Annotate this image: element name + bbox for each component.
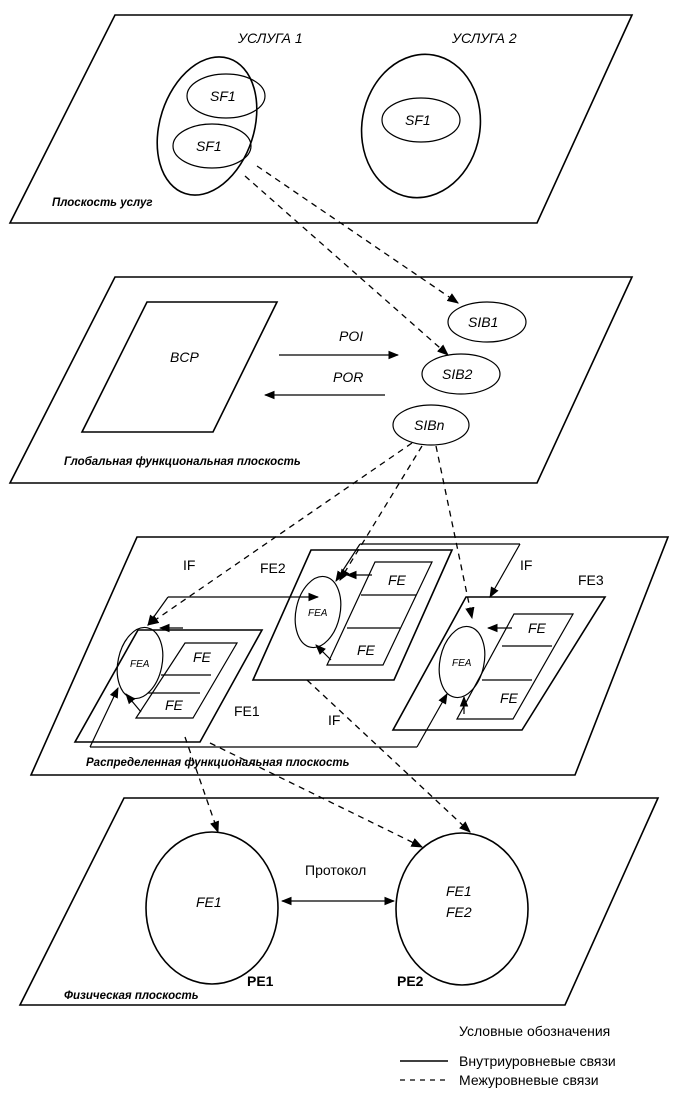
legend-title: Условные обозначения [459,1023,610,1039]
fe3-label: FE3 [578,572,604,588]
if-arrow-fe1 [147,596,169,626]
sib2-label: SIB2 [442,366,473,382]
link-fe1-pe1 [184,736,219,834]
fe1-fe-label-a: FE [193,649,212,665]
pe1-content-1: FE1 [196,894,222,910]
sib2-ellipse [421,353,501,395]
sf1-ellipse-a [186,73,266,119]
fe1-fe-stack [134,642,239,719]
fe2-fe-to-fea-bottom [315,644,332,661]
sibn-label: SIBn [414,417,445,433]
fe3-fe-label-b: FE [500,690,519,706]
global-functional-plane: BCP POI POR SIB1 SIB2 SIBn Глобальная фу… [8,276,634,484]
legend-item-solid: Внутриуровневые связи [459,1053,616,1069]
fe2-fe-label-b: FE [357,642,376,658]
fe1-fe-label-b: FE [165,697,184,713]
fe1-box [73,629,264,743]
physical-plane-title: Физическая плоскость [64,990,199,1002]
legend-item-dashed: Межуровневые связи [459,1072,599,1088]
fe3-entity: FEA FE FE FE3 [391,572,607,731]
pe2-label: PE2 [397,973,424,989]
por-label: POR [333,369,363,385]
fe2-fea-ellipse [294,575,342,649]
sib1-label: SIB1 [468,314,498,330]
link-fe2-pe2 [306,679,471,833]
sf1-label-c: SF1 [405,112,431,128]
pe1-label: PE1 [247,973,274,989]
link-sf1-sib1 [256,165,459,304]
if-arrow-fe1-bottom [89,687,119,748]
service-1-label: УСЛУГА 1 [237,30,303,46]
pe2-ellipse [395,832,529,986]
service-plane-border [8,14,634,224]
sib1-ellipse [447,301,527,343]
bcp-label: BCP [170,349,199,365]
fe3-fea-ellipse [438,625,486,699]
if-label-1: IF [183,557,195,573]
fe3-fe-label-a: FE [528,620,547,636]
fe1-fea-label: FEA [130,659,150,670]
distributed-plane-title: Распределенная функциональная плоскость [86,757,350,769]
if-arrow-fe3-bottom [416,693,448,748]
service-plane-title: Плоскость услуг [52,197,153,209]
fe3-fea-label: FEA [452,658,472,669]
service-1-ellipse [156,56,258,196]
distributed-plane-border [29,536,670,776]
if-arrow-fe3-top [489,543,521,598]
physical-plane: FE1 FE1 FE2 Протокол PE1 PE2 Физическая … [18,797,660,1006]
pe2-content-2: FE2 [446,904,472,920]
fe2-fea-label: FEA [308,608,328,619]
fe1-fe-to-fea-bottom [125,693,142,713]
pe2-content-1: FE1 [446,883,472,899]
fe2-box [251,549,454,681]
sf1-ellipse-b [172,123,252,169]
if-label-2: IF [520,557,532,573]
fe3-box [391,596,607,731]
if-label-3: IF [328,712,340,728]
bcp-block [80,301,279,433]
service-2-label: УСЛУГА 2 [451,30,517,46]
protocol-label: Протокол [305,862,366,878]
service-2-ellipse [360,53,482,199]
sf1-label-a: SF1 [210,88,236,104]
global-plane-border [8,276,634,484]
sibn-ellipse [392,404,470,446]
sf1-label-b: SF1 [196,138,222,154]
fe2-fe-stack [326,561,433,666]
fe1-label: FE1 [234,703,260,719]
pe1-ellipse [145,831,279,985]
distributed-functional-plane: IF IF IF FEA FE FE FE1 FEA FE FE [29,536,670,776]
legend: Условные обозначения Внутриуровневые свя… [400,1023,616,1088]
fe3-fe-stack [455,613,575,720]
physical-plane-border [18,797,660,1006]
global-plane-title: Глобальная функциональная плоскость [64,456,301,468]
sf1-ellipse-c [381,97,461,143]
link-sibn-fe3 [435,445,475,620]
fe2-fe-label-a: FE [388,572,407,588]
poi-label: POI [339,328,363,344]
link-sibn-fe1 [147,442,413,626]
fe2-entity: FEA FE FE FE2 [251,549,454,681]
service-plane: УСЛУГА 1 УСЛУГА 2 SF1 SF1 SF1 Плоскость … [8,14,634,224]
link-sf1-sib2 [244,175,449,356]
link-sibn-fe2 [339,445,423,581]
fe2-label: FE2 [260,560,286,576]
fe1-entity: FEA FE FE FE1 [73,623,264,743]
